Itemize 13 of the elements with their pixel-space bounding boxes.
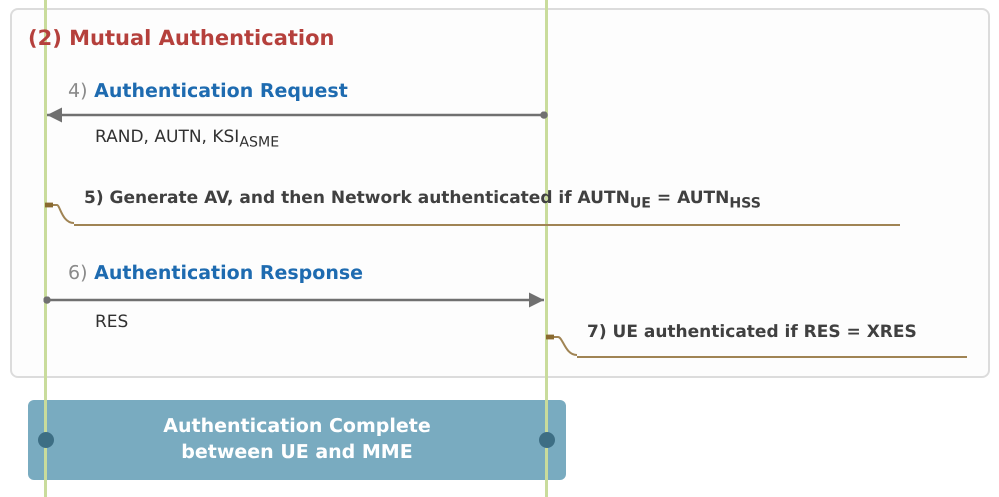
status-banner: Authentication Complete between UE and MME <box>28 400 566 480</box>
message-arrow <box>47 108 548 122</box>
message-parameters: RES <box>95 312 128 332</box>
section-title: (2) Mutual Authentication <box>28 26 334 50</box>
section-frame <box>10 8 990 378</box>
note-text: 7) UE authenticated if RES = XRES <box>577 322 967 358</box>
message-arrow <box>43 292 544 308</box>
message-parameters: RAND, AUTN, KSI$_{ASME}$ <box>95 127 280 150</box>
leader-line <box>45 202 74 224</box>
leader-line <box>546 334 578 356</box>
note-text: 5) Generate AV, and then Network authenticated if AUTN$_{UE}$ = AUTN$_{HSS}$ <box>74 188 900 226</box>
message-label: 6) Authentication Response <box>68 262 364 284</box>
message-label: 4) Authentication Request <box>68 80 348 102</box>
